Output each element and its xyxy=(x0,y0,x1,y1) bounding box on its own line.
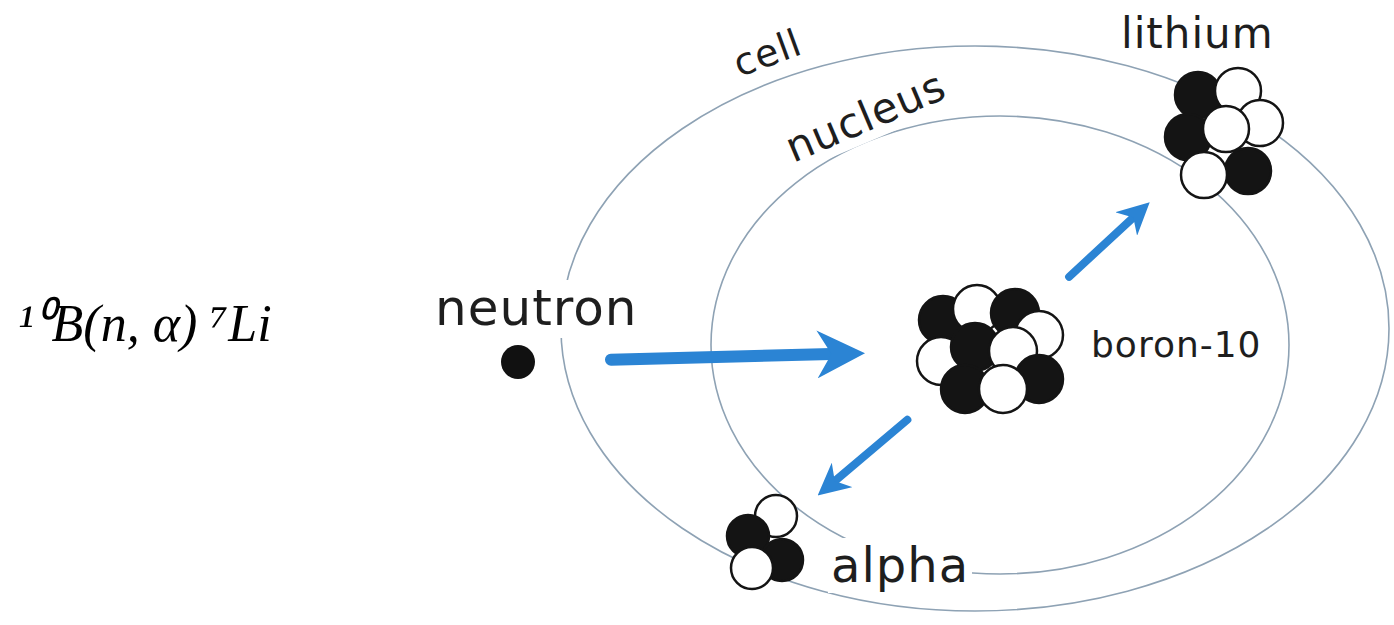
neutron-sphere xyxy=(979,365,1027,413)
reaction-formula: ¹⁰B(n, α) ⁷Li xyxy=(18,294,272,354)
neutron-dot xyxy=(501,345,535,379)
neutron-sphere xyxy=(1181,152,1227,198)
cluster-shape xyxy=(1160,65,1285,205)
cell-outline: boron-10nucleuslithiumalphacell xyxy=(560,45,1390,612)
cluster-shape xyxy=(915,285,1065,415)
node-label: cell xyxy=(725,20,811,87)
neutron-sphere xyxy=(731,547,773,589)
neutron-sphere xyxy=(1203,106,1249,152)
reaction-arrow xyxy=(611,354,831,360)
lithium-nucleus: lithium xyxy=(1160,65,1285,205)
dot-shape xyxy=(500,344,536,380)
node-label: boron-10 xyxy=(1088,324,1265,365)
node-label: lithium xyxy=(1118,10,1277,58)
neutron-particle: neutron xyxy=(500,344,536,380)
ellipse-outline xyxy=(711,116,1289,574)
alpha-particle: alpha xyxy=(720,490,810,590)
reaction-arrow xyxy=(1069,218,1133,277)
node-label: neutron xyxy=(432,280,640,338)
ellipse-outline xyxy=(561,46,1389,611)
reaction-arrow xyxy=(835,420,908,481)
node-label: nucleus xyxy=(776,61,956,174)
proton-sphere xyxy=(1225,148,1271,194)
boron-nucleus: boron-10 xyxy=(915,285,1065,415)
node-label: alpha xyxy=(828,538,972,593)
cluster-shape xyxy=(720,490,810,590)
